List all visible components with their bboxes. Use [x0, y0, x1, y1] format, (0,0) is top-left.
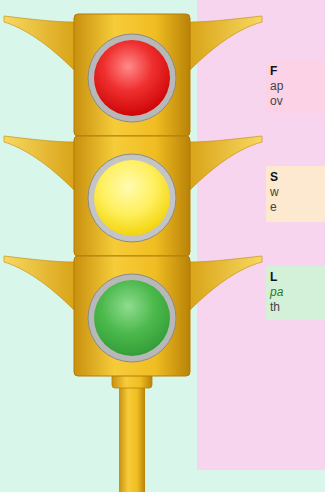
note-text: ov	[270, 94, 325, 109]
note-heading: S	[270, 170, 325, 185]
note-text: w	[270, 185, 325, 200]
pole	[119, 378, 145, 492]
note-box: Lpath	[266, 266, 325, 320]
note-text: ap	[270, 79, 325, 94]
note-heading: F	[270, 64, 325, 79]
signal-housing	[74, 14, 190, 376]
note-text: th	[270, 300, 325, 315]
note-box: Swe	[266, 166, 325, 222]
pink-panel	[197, 0, 325, 470]
note-text: pa	[270, 285, 325, 300]
note-box: Fapov	[266, 60, 325, 114]
signal-lamps	[88, 34, 176, 362]
note-text: e	[270, 200, 325, 215]
note-heading: L	[270, 270, 325, 285]
